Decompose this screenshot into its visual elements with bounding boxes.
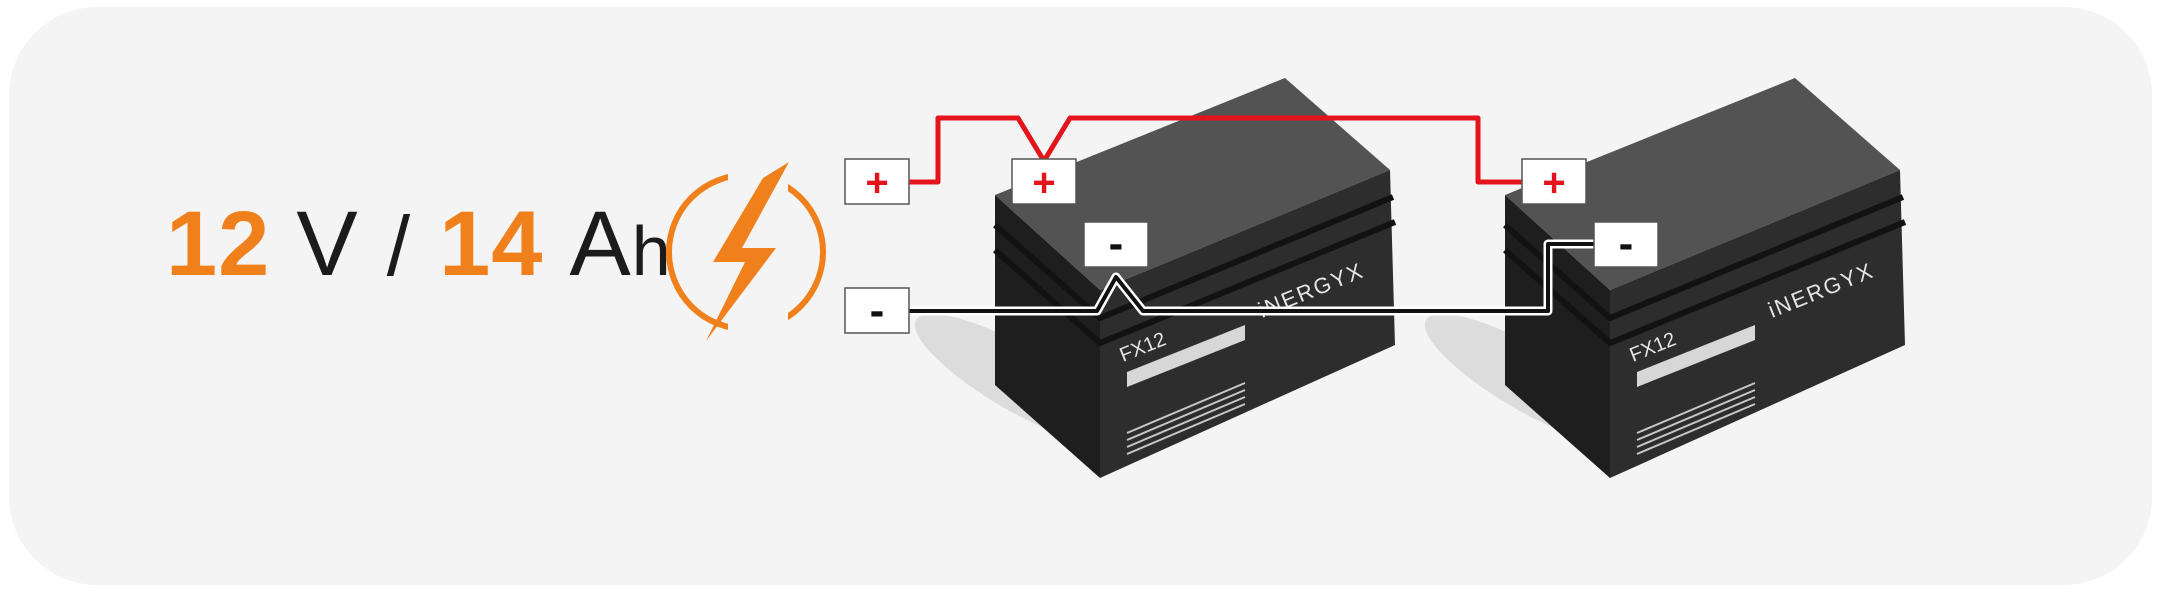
svg-text:+: + [1032, 161, 1055, 205]
voltage-unit: V [296, 193, 359, 295]
battery-1-positive-terminal: + [1011, 158, 1077, 205]
battery-2-negative-terminal: - [1593, 219, 1659, 268]
capacity-unit-sub: h [631, 212, 672, 290]
positive-terminal-output: + [844, 158, 910, 205]
battery-2-positive-terminal: + [1521, 158, 1587, 205]
svg-text:-: - [1109, 219, 1124, 268]
svg-text:-: - [1619, 219, 1634, 268]
voltage-value: 12 [166, 193, 271, 295]
battery-2: FX12 iNERGYX [1424, 78, 1907, 478]
negative-terminal-output: - [844, 286, 910, 335]
negative-wire [908, 239, 1594, 316]
battery-1-negative-terminal: - [1083, 219, 1149, 268]
svg-text:+: + [865, 161, 888, 205]
capacity-unit-main: A [569, 193, 632, 295]
spec-separator: / [386, 199, 412, 293]
svg-text:-: - [870, 286, 885, 335]
capacity-value: 14 [439, 193, 544, 295]
svg-text:+: + [1542, 161, 1565, 205]
lightning-bolt-icon [666, 150, 826, 350]
battery-1: FX12 iNERGYX [914, 78, 1397, 478]
